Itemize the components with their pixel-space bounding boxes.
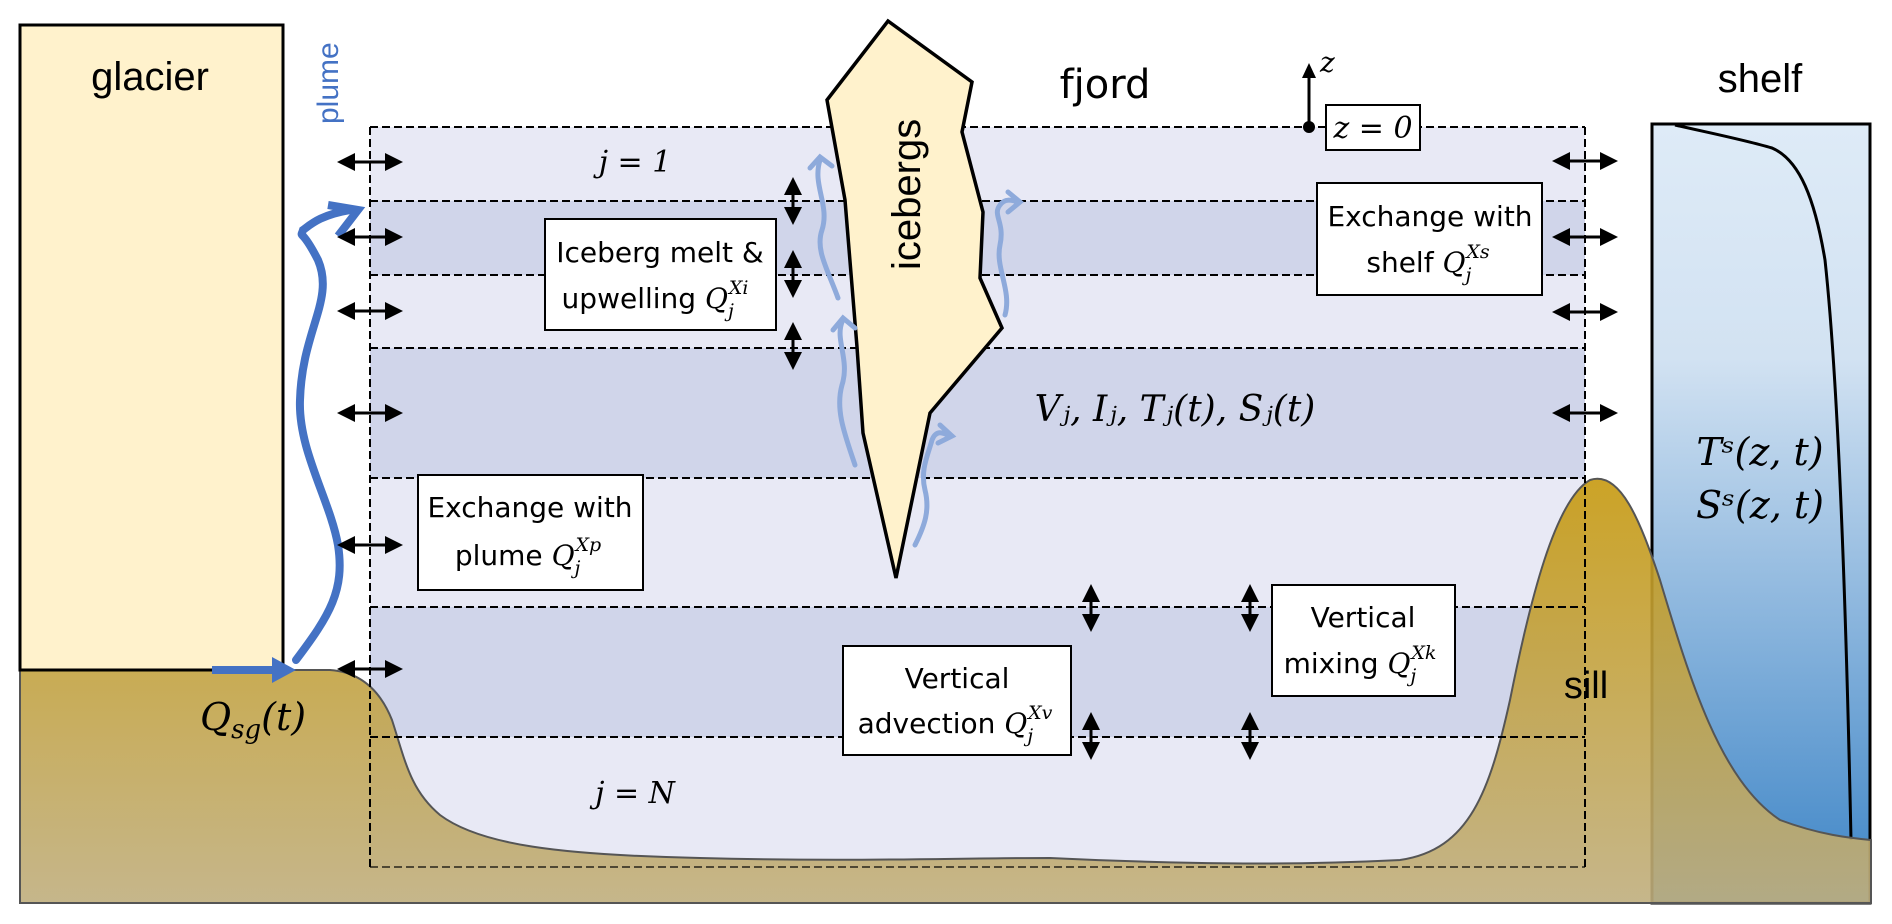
svg-text:Vertical: Vertical	[905, 662, 1010, 695]
z-axis-label: z	[1319, 46, 1335, 79]
svg-text:z = 0: z = 0	[1332, 111, 1412, 146]
plume-arrowhead-icon	[327, 201, 366, 239]
vertical-flux-arrows	[1082, 584, 1259, 760]
discharge-arrowhead-icon	[272, 657, 296, 683]
layer-first-label: j = 1	[593, 145, 672, 180]
svg-text:Vertical: Vertical	[1311, 601, 1416, 634]
plume-label: plume	[312, 42, 345, 124]
shelf-salinity-label: Sˢ(z, t)	[1696, 483, 1824, 527]
iceberg-melt-box: Iceberg melt & upwelling QjXi	[544, 218, 777, 331]
layer-7	[370, 737, 1585, 867]
svg-text:advection QjXv: advection QjXv	[858, 702, 1053, 747]
svg-text:Exchange with: Exchange with	[427, 491, 632, 524]
vertical-advection-box: Vertical advection QjXv	[842, 645, 1072, 756]
glacier	[18, 23, 285, 672]
sill-label: sill	[1564, 665, 1608, 707]
iceberg	[825, 18, 1005, 579]
layer-state-label: Vⱼ, Iⱼ, Tⱼ(t), Sⱼ(t)	[1035, 389, 1316, 430]
seafloor-bathymetry	[19, 477, 1872, 904]
layer-4	[370, 348, 1585, 478]
svg-text:Iceberg melt &: Iceberg melt &	[556, 236, 764, 269]
z-axis: z	[1302, 46, 1335, 133]
z-axis-arrowhead-icon	[1302, 63, 1316, 78]
plume-arrow	[292, 206, 354, 664]
plume-exchange-arrows	[337, 153, 403, 678]
svg-text:mixing QjXk: mixing QjXk	[1284, 642, 1437, 687]
exchange-plume-box: Exchange with plume QjXp	[417, 474, 644, 591]
fjord-label: fjord	[1060, 62, 1151, 108]
z-zero-marker: z = 0	[1325, 104, 1421, 151]
upwelling-arrows	[807, 153, 1024, 548]
glacier-label: glacier	[91, 55, 209, 99]
exchange-shelf-box: Exchange with shelf QjXs	[1316, 182, 1543, 296]
shelf-temperature-label: Tˢ(z, t)	[1696, 430, 1823, 474]
shelf-profile-curve	[1674, 123, 1853, 841]
shelf-exchange-arrows	[1552, 152, 1618, 422]
svg-text:upwelling QjXi: upwelling QjXi	[562, 277, 749, 322]
svg-text:shelf QjXs: shelf QjXs	[1366, 241, 1490, 286]
vertical-mixing-box: Vertical mixing QjXk	[1271, 584, 1456, 697]
shelf-label: shelf	[1718, 57, 1803, 101]
svg-text:plume QjXp: plume QjXp	[455, 534, 601, 579]
svg-text:Exchange with: Exchange with	[1327, 200, 1532, 233]
icebergs-label: icebergs	[885, 119, 929, 270]
layer-last-label: j = N	[589, 776, 677, 811]
subglacial-discharge-label: Qsg(t)	[200, 695, 306, 745]
